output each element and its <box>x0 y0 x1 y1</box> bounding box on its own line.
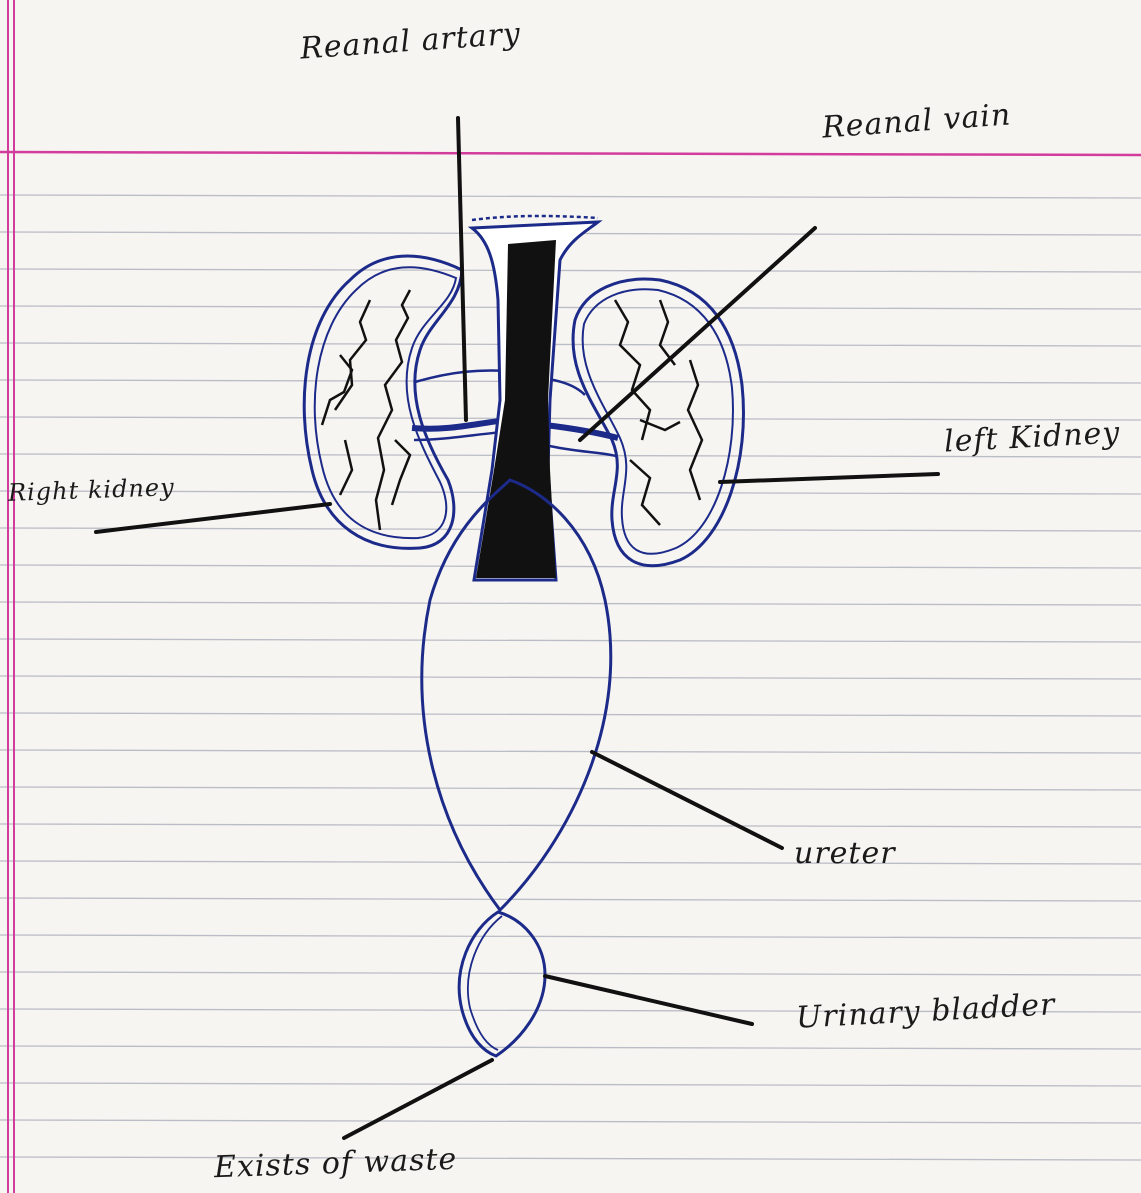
ruled-line <box>0 380 1141 383</box>
leader-ureter <box>592 752 782 848</box>
ruled-line <box>0 195 1141 198</box>
ruled-line <box>0 528 1141 531</box>
ruled-line <box>0 269 1141 272</box>
ruled-line <box>0 713 1141 716</box>
ruled-line <box>0 824 1141 827</box>
ruled-line <box>0 935 1141 938</box>
ruled-line <box>0 565 1141 568</box>
ruled-line <box>0 972 1141 975</box>
leader-renal-vein <box>580 228 815 440</box>
ruled-line <box>0 639 1141 642</box>
leader-left-kidney <box>720 474 938 482</box>
ruled-line <box>0 861 1141 864</box>
leader-bladder <box>545 976 752 1024</box>
leader-right-kidney <box>96 504 330 532</box>
right-kidney-veins <box>322 290 410 530</box>
ruled-line <box>0 343 1141 346</box>
ruled-line <box>0 1157 1141 1160</box>
leader-exit <box>344 1060 492 1138</box>
ruled-line <box>0 602 1141 605</box>
ruled-line <box>0 1046 1141 1049</box>
ruled-line <box>0 676 1141 679</box>
ruled-line <box>0 1120 1141 1123</box>
ruled-line <box>0 898 1141 901</box>
ruled-line <box>0 1083 1141 1086</box>
ruled-line <box>0 787 1141 790</box>
ruled-line <box>0 417 1141 420</box>
label-right-kidney: Right kidney <box>8 473 176 507</box>
urinary-bladder <box>459 912 545 1056</box>
label-ureter: ureter <box>794 836 896 871</box>
left-kidney-veins <box>615 300 702 525</box>
ruled-line <box>0 306 1141 309</box>
ruled-line <box>0 750 1141 753</box>
